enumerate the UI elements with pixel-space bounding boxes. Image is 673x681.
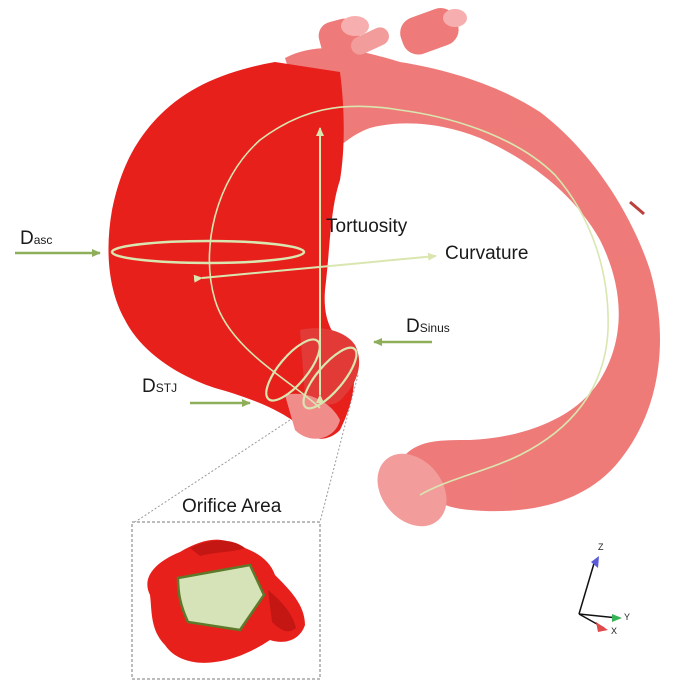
d-sinus-label: DSinus bbox=[406, 316, 450, 338]
d-asc-label: Dasc bbox=[20, 228, 52, 250]
curvature-label: Curvature bbox=[445, 243, 528, 265]
d-asc-label-main: D bbox=[20, 228, 34, 249]
d-sinus-label-main: D bbox=[406, 316, 420, 337]
axis-triad bbox=[579, 556, 622, 632]
orifice-area-title: Orifice Area bbox=[182, 496, 281, 518]
d-stj-label: DSTJ bbox=[142, 376, 177, 398]
axis-z-label: Z bbox=[598, 542, 604, 552]
d-sinus-label-subscript: Sinus bbox=[420, 321, 450, 335]
axis-x-label: X bbox=[611, 626, 617, 636]
tortuosity-label: Tortuosity bbox=[326, 216, 407, 238]
d-stj-label-subscript: STJ bbox=[156, 381, 177, 395]
d-stj-label-main: D bbox=[142, 376, 156, 397]
axis-y-label: Y bbox=[624, 612, 630, 622]
d-asc-label-subscript: asc bbox=[34, 233, 53, 247]
